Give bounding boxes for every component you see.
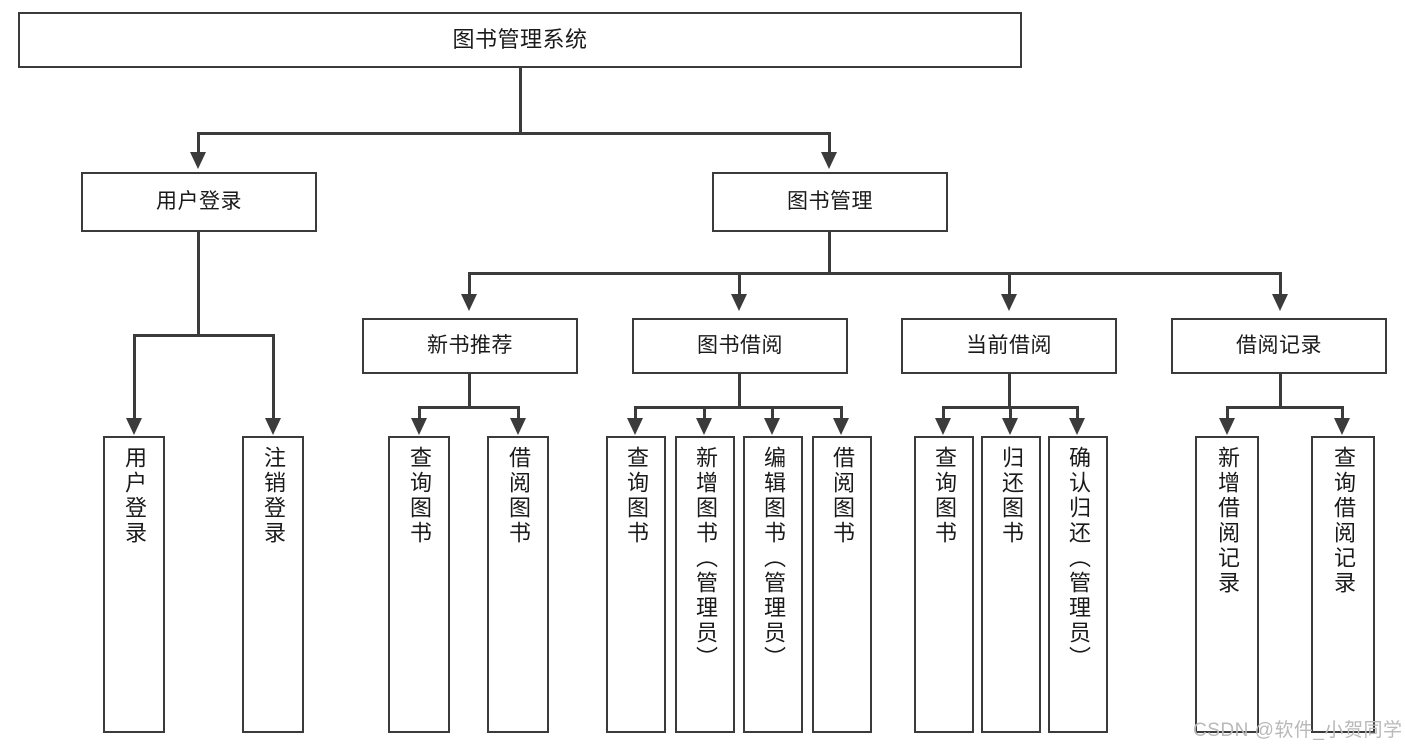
connector-br-bar bbox=[1226, 406, 1344, 409]
connector-cb-stem bbox=[1008, 374, 1011, 408]
connector-br-stem bbox=[1279, 374, 1282, 408]
connector-cb-branch-2 bbox=[1009, 406, 1012, 420]
node-label: 新增图书（管理员） bbox=[693, 446, 718, 671]
arrow-to-current-borrow bbox=[1001, 294, 1017, 311]
connector-bb-branch-2 bbox=[703, 406, 706, 420]
connector-user-login-branch-1 bbox=[133, 334, 136, 420]
connector-bb-stem bbox=[738, 374, 741, 408]
leaf-add-record[interactable]: 新增借阅记录 bbox=[1195, 436, 1259, 733]
node-label: 借阅记录 bbox=[1236, 334, 1322, 358]
node-label: 用户登录 bbox=[156, 190, 242, 214]
leaf-edit-book[interactable]: 编辑图书（管理员） bbox=[743, 436, 803, 733]
connector-bb-branch-4 bbox=[840, 406, 843, 420]
node-book-borrow[interactable]: 图书借阅 bbox=[632, 318, 848, 374]
connector-root-to-book-management bbox=[828, 132, 831, 154]
connector-bm-branch-3 bbox=[1008, 272, 1011, 296]
node-label: 查询图书 bbox=[407, 446, 432, 546]
node-label: 查询借阅记录 bbox=[1331, 446, 1356, 596]
node-label: 注销登录 bbox=[261, 446, 286, 546]
node-user-login[interactable]: 用户登录 bbox=[81, 172, 317, 232]
connector-root-bar bbox=[197, 132, 831, 135]
connector-book-management-bar bbox=[468, 272, 1282, 275]
connector-book-management-stem bbox=[828, 232, 831, 274]
node-label: 新增借阅记录 bbox=[1215, 446, 1240, 596]
connector-cb-branch-1 bbox=[942, 406, 945, 420]
node-label: 用户登录 bbox=[122, 446, 147, 546]
leaf-add-book[interactable]: 新增图书（管理员） bbox=[675, 436, 735, 733]
leaf-user-logout[interactable]: 注销登录 bbox=[242, 436, 304, 733]
connector-user-login-branch-2 bbox=[272, 334, 275, 420]
arrow-to-leaf-borrow-book-2 bbox=[833, 418, 849, 435]
node-root-图书管理系统[interactable]: 图书管理系统 bbox=[18, 12, 1022, 68]
node-label: 查询图书 bbox=[932, 446, 957, 546]
connector-nbr-branch-1 bbox=[418, 406, 421, 420]
connector-nbr-stem bbox=[468, 374, 471, 408]
connector-bb-branch-3 bbox=[771, 406, 774, 420]
node-label: 查询图书 bbox=[624, 446, 649, 546]
connector-bm-branch-4 bbox=[1279, 272, 1282, 296]
node-label: 图书管理 bbox=[787, 190, 873, 214]
node-label: 借阅图书 bbox=[506, 446, 531, 546]
watermark-csdn: CSDN @软件_小贺同学 bbox=[1193, 720, 1403, 741]
node-borrow-record[interactable]: 借阅记录 bbox=[1171, 318, 1387, 374]
arrow-to-leaf-edit-book bbox=[764, 418, 780, 435]
connector-user-login-bar bbox=[133, 334, 275, 337]
connector-bm-branch-2 bbox=[738, 272, 741, 296]
arrow-to-leaf-query-book-2 bbox=[627, 418, 643, 435]
arrow-to-leaf-query-book-3 bbox=[935, 418, 951, 435]
node-new-book-recommend[interactable]: 新书推荐 bbox=[362, 318, 578, 374]
node-label: 借阅图书 bbox=[830, 446, 855, 546]
arrow-to-leaf-user-login bbox=[126, 418, 142, 435]
arrow-to-leaf-borrow-book-1 bbox=[510, 418, 526, 435]
connector-nbr-branch-2 bbox=[517, 406, 520, 420]
connector-br-branch-1 bbox=[1226, 406, 1229, 420]
connector-br-branch-2 bbox=[1341, 406, 1344, 420]
leaf-borrow-book-2[interactable]: 借阅图书 bbox=[812, 436, 872, 733]
arrow-to-borrow-record bbox=[1272, 294, 1288, 311]
node-label: 图书管理系统 bbox=[452, 26, 588, 52]
connector-cb-branch-3 bbox=[1076, 406, 1079, 420]
connector-bb-bar bbox=[634, 406, 842, 409]
arrow-to-leaf-query-book-1 bbox=[411, 418, 427, 435]
connector-bm-branch-1 bbox=[468, 272, 471, 296]
connector-root-to-user-login bbox=[197, 132, 200, 154]
arrow-to-leaf-confirm-return bbox=[1069, 418, 1085, 435]
arrow-to-new-book-recommend bbox=[461, 294, 477, 311]
node-current-borrow[interactable]: 当前借阅 bbox=[901, 318, 1117, 374]
arrow-to-book-management bbox=[821, 152, 837, 169]
leaf-confirm-return[interactable]: 确认归还（管理员） bbox=[1048, 436, 1108, 733]
node-label: 图书借阅 bbox=[697, 334, 783, 358]
arrow-to-book-borrow bbox=[731, 294, 747, 311]
node-label: 确认归还（管理员） bbox=[1066, 446, 1091, 671]
connector-root-stem bbox=[519, 68, 522, 134]
node-label: 当前借阅 bbox=[966, 334, 1052, 358]
arrow-to-leaf-query-record bbox=[1334, 418, 1350, 435]
arrow-to-leaf-user-logout bbox=[265, 418, 281, 435]
leaf-borrow-book-1[interactable]: 借阅图书 bbox=[487, 436, 549, 733]
leaf-query-book-3[interactable]: 查询图书 bbox=[914, 436, 974, 733]
leaf-query-record[interactable]: 查询借阅记录 bbox=[1311, 436, 1375, 733]
node-label: 新书推荐 bbox=[427, 334, 513, 358]
node-label: 编辑图书（管理员） bbox=[761, 446, 786, 671]
connector-nbr-bar bbox=[418, 406, 520, 409]
leaf-query-book-2[interactable]: 查询图书 bbox=[606, 436, 666, 733]
connector-user-login-stem bbox=[197, 232, 200, 336]
arrow-to-leaf-add-record bbox=[1219, 418, 1235, 435]
leaf-return-book[interactable]: 归还图书 bbox=[981, 436, 1041, 733]
connector-bb-branch-1 bbox=[634, 406, 637, 420]
node-book-management[interactable]: 图书管理 bbox=[712, 172, 948, 232]
arrow-to-user-login bbox=[190, 152, 206, 169]
arrow-to-leaf-add-book bbox=[696, 418, 712, 435]
arrow-to-leaf-return-book bbox=[1002, 418, 1018, 435]
node-label: 归还图书 bbox=[999, 446, 1024, 546]
leaf-user-login[interactable]: 用户登录 bbox=[103, 436, 165, 733]
leaf-query-book-1[interactable]: 查询图书 bbox=[388, 436, 450, 733]
